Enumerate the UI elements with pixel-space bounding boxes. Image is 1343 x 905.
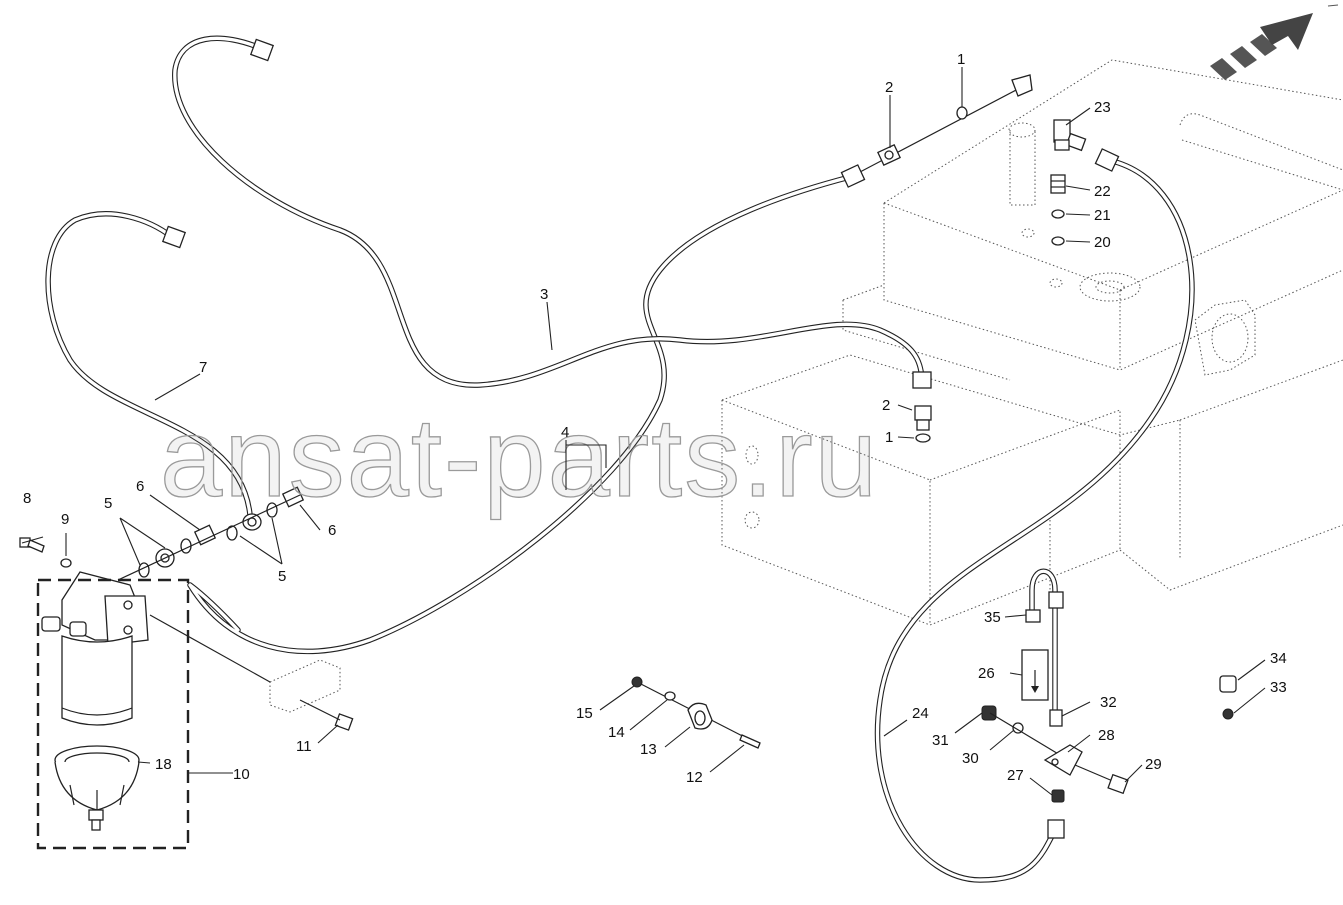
washer-30 (1012, 722, 1024, 734)
callout-numbers: 1 2 23 22 21 20 3 7 4 2 1 8 9 5 6 6 5 35… (23, 51, 1287, 786)
washer-33 (1222, 708, 1234, 720)
callout-22: 22 (1094, 183, 1111, 200)
callout-18: 18 (155, 756, 172, 773)
callout-3: 3 (540, 286, 548, 303)
fitting-32 (1049, 709, 1063, 727)
callout-34: 34 (1270, 650, 1287, 667)
fuel-filter-assembly (41, 571, 149, 726)
callout-31: 31 (932, 732, 949, 749)
fitting-3-lower-nut (912, 371, 932, 389)
callout-5-left: 5 (104, 495, 112, 512)
tee-fitting-23 (1053, 119, 1087, 152)
nut-11-axis (299, 699, 341, 721)
filter-assembly-boundary (36, 578, 190, 850)
callout-27: 27 (1007, 767, 1024, 784)
hose-end-nut-7 (161, 225, 187, 249)
bracket-axis-line (989, 712, 1061, 756)
callout-2-lower: 2 (882, 397, 890, 414)
callout-12: 12 (686, 769, 703, 786)
bracket-28 (1043, 744, 1083, 776)
callout-1-upper: 1 (957, 51, 965, 68)
clamp-assembly (631, 676, 761, 749)
fitting-2-lower (914, 405, 932, 431)
fitting-6-right (281, 486, 305, 508)
fuel-hose-upper (172, 35, 925, 388)
watermark-text: ansat-parts.ru (160, 395, 879, 520)
nut-11 (334, 713, 354, 731)
fuel-tank-outline (883, 59, 1343, 376)
fitting-3-end (840, 164, 866, 188)
washer-5-right-b (226, 525, 238, 541)
callout-11: 11 (296, 738, 312, 755)
frame-rail-outline (721, 284, 1343, 626)
callout-15: 15 (576, 705, 593, 722)
callout-21: 21 (1094, 207, 1111, 224)
callout-9: 9 (61, 511, 69, 528)
fuel-hose-7 (45, 211, 253, 518)
callout-13: 13 (640, 741, 657, 758)
callout-23: 23 (1094, 99, 1111, 116)
callout-6-left: 6 (136, 478, 144, 495)
callout-24: 24 (912, 705, 929, 722)
washer-9 (60, 558, 72, 568)
callout-30: 30 (962, 750, 979, 767)
callout-14: 14 (608, 724, 625, 741)
washer-1-upper (956, 106, 968, 120)
callout-32: 32 (1100, 694, 1117, 711)
fitting-24-bottom (1047, 819, 1065, 839)
bolt-29 (1074, 764, 1129, 795)
callout-26: 26 (978, 665, 995, 682)
callout-2-upper: 2 (885, 79, 893, 96)
nut-27 (1051, 789, 1065, 803)
washer-1-lower (915, 433, 931, 443)
hose-end-nut-top (249, 38, 275, 62)
callout-5-right: 5 (278, 568, 286, 585)
callout-33: 33 (1270, 679, 1287, 696)
callout-10: 10 (233, 766, 250, 783)
elbow-fitting-tank (1011, 74, 1033, 97)
fuel-hose-35-nut (1048, 591, 1064, 609)
callout-leaders (21, 67, 1266, 796)
filter-bowl-18 (54, 745, 140, 831)
fitting-24-top (1094, 148, 1120, 172)
front-direction-arrow-icon (1210, 4, 1339, 80)
fuel-hose-3 (187, 174, 853, 655)
nut-31 (981, 705, 997, 721)
washer-20 (1051, 236, 1065, 246)
nut-34 (1219, 675, 1237, 693)
callout-28: 28 (1098, 727, 1115, 744)
callout-7: 7 (199, 359, 207, 376)
inline-filter-26 (1021, 609, 1049, 701)
callout-8: 8 (23, 490, 31, 507)
fuel-hose-35 (1029, 568, 1058, 718)
callout-6-right: 6 (328, 522, 336, 539)
assembly-axis-line (117, 494, 301, 581)
washer-21 (1051, 209, 1065, 219)
callout-1-lower: 1 (885, 429, 893, 446)
fuel-hose-24 (874, 157, 1195, 883)
fitting-2-upper (877, 143, 901, 167)
filter-bracket (149, 614, 341, 713)
callout-4: 4 (561, 424, 569, 441)
callout-35: 35 (984, 609, 1001, 626)
check-valve-22 (1050, 174, 1066, 194)
callout-20: 20 (1094, 234, 1111, 251)
callout-29: 29 (1145, 756, 1162, 773)
